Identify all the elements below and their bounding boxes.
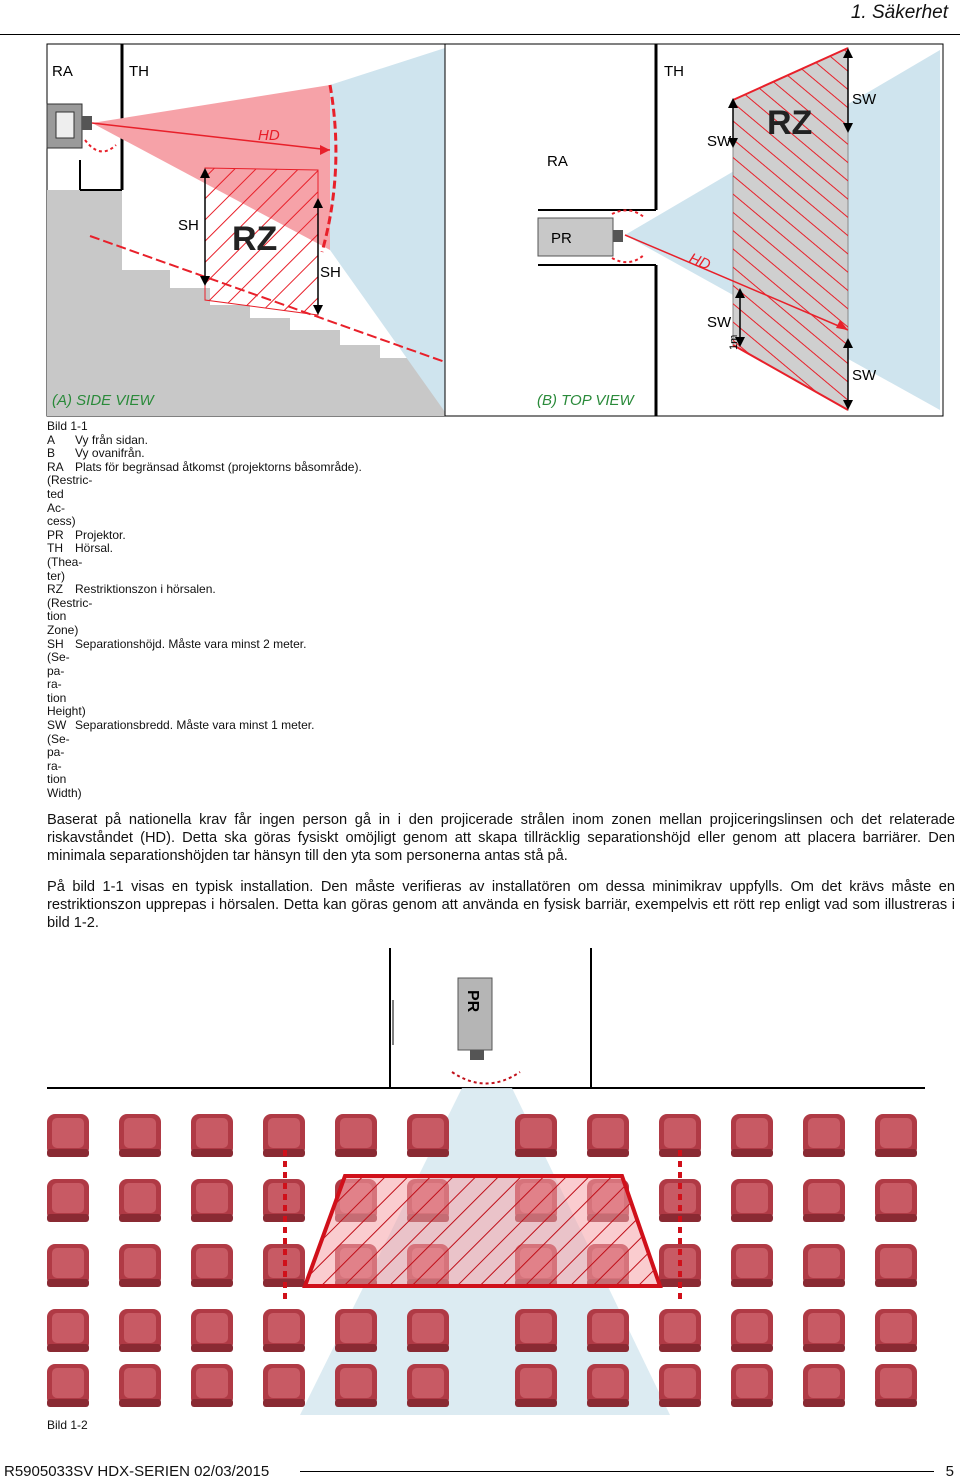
- legend-title: Bild 1-1: [47, 419, 88, 433]
- top-label-hd: HD: [687, 250, 714, 274]
- side-label-ra: RA: [52, 63, 73, 80]
- seat-icon: [875, 1114, 917, 1157]
- running-title: 1. Säkerhet: [850, 2, 948, 23]
- seat-icon: [119, 1114, 161, 1157]
- seat-icon: [803, 1244, 845, 1287]
- side-label-th: TH: [129, 63, 149, 80]
- body-paragraph-2: På bild 1-1 visas en typisk installation…: [47, 879, 955, 931]
- top-label-ra: RA: [547, 153, 568, 170]
- seat-icon: [731, 1114, 773, 1157]
- seat-icon: [587, 1114, 629, 1157]
- seat-icon: [335, 1309, 377, 1352]
- seat-icon: [47, 1309, 89, 1352]
- seat-icon: [587, 1364, 629, 1407]
- top-label-th: TH: [664, 63, 684, 80]
- seat-icon: [875, 1364, 917, 1407]
- side-label-sh-left: SH: [178, 217, 199, 234]
- seat-icon: [119, 1309, 161, 1352]
- seat-icon: [659, 1364, 701, 1407]
- top-view-projector: [537, 217, 623, 257]
- seat-icon: [515, 1309, 557, 1352]
- footer-rule: [300, 1471, 934, 1472]
- seat-icon: [803, 1114, 845, 1157]
- seat-icon: [119, 1364, 161, 1407]
- top-label-sw-bottom: SW: [852, 367, 877, 384]
- top-label-sw-mid: SW: [707, 314, 732, 331]
- seat-icon: [407, 1364, 449, 1407]
- seat-icon: [335, 1114, 377, 1157]
- projector-top: [457, 977, 493, 1060]
- seat-icon: [263, 1309, 305, 1352]
- top-label-pr: PR: [551, 230, 572, 247]
- figure-1-2-caption: Bild 1-2: [47, 1418, 88, 1432]
- seat-icon: [731, 1244, 773, 1287]
- side-label-sh-right: SH: [320, 264, 341, 281]
- seat-icon: [119, 1244, 161, 1287]
- side-view-beam-blue: [330, 48, 445, 412]
- seat-icon: [191, 1364, 233, 1407]
- seat-icon: [587, 1309, 629, 1352]
- top-label-1m: 1m: [728, 335, 740, 350]
- body-paragraph-1: Baserat på nationella krav får ingen per…: [47, 812, 955, 864]
- header-rule: [0, 34, 960, 35]
- seat-icon: [191, 1244, 233, 1287]
- figure-1-1: RA TH HD SH RZ SH (A) SIDE VIEW TH RA SW…: [46, 43, 944, 417]
- side-label-rz: RZ: [232, 220, 277, 258]
- seat-icon: [515, 1114, 557, 1157]
- projector-label: PR: [464, 990, 481, 1013]
- figure-1-2: PR: [47, 948, 925, 1415]
- seat-icon: [875, 1244, 917, 1287]
- seat-icon: [191, 1309, 233, 1352]
- seat-icon: [731, 1364, 773, 1407]
- side-view-caption: (A) SIDE VIEW: [52, 392, 156, 409]
- seat-icon: [659, 1309, 701, 1352]
- seat-icon: [407, 1309, 449, 1352]
- seat-icon: [191, 1114, 233, 1157]
- seat-icon: [731, 1309, 773, 1352]
- seat-icon: [191, 1179, 233, 1222]
- footer-page-number: 5: [945, 1463, 954, 1480]
- seat-icon: [515, 1364, 557, 1407]
- top-view-caption: (B) TOP VIEW: [537, 392, 636, 409]
- seat-icon: [47, 1114, 89, 1157]
- seat-icon: [803, 1309, 845, 1352]
- seat-icon: [731, 1179, 773, 1222]
- seat-icon: [803, 1179, 845, 1222]
- seat-icon: [263, 1364, 305, 1407]
- seat-icon: [803, 1364, 845, 1407]
- seat-icon: [47, 1364, 89, 1407]
- seat-icon: [407, 1114, 449, 1157]
- footer-doc-id: R5905033SV HDX-SERIEN 02/03/2015: [4, 1463, 270, 1480]
- seat-icon: [875, 1309, 917, 1352]
- seat-icon: [335, 1364, 377, 1407]
- side-label-hd: HD: [258, 127, 280, 144]
- top-label-sw-top: SW: [707, 133, 732, 150]
- top-label-sw-top-right: SW: [852, 91, 877, 108]
- seat-icon: [47, 1179, 89, 1222]
- seat-icon: [47, 1244, 89, 1287]
- side-view-projector: [46, 103, 92, 149]
- seat-icon: [875, 1179, 917, 1222]
- side-view-floor: [47, 190, 445, 416]
- top-label-rz: RZ: [767, 104, 812, 142]
- seat-icon: [119, 1179, 161, 1222]
